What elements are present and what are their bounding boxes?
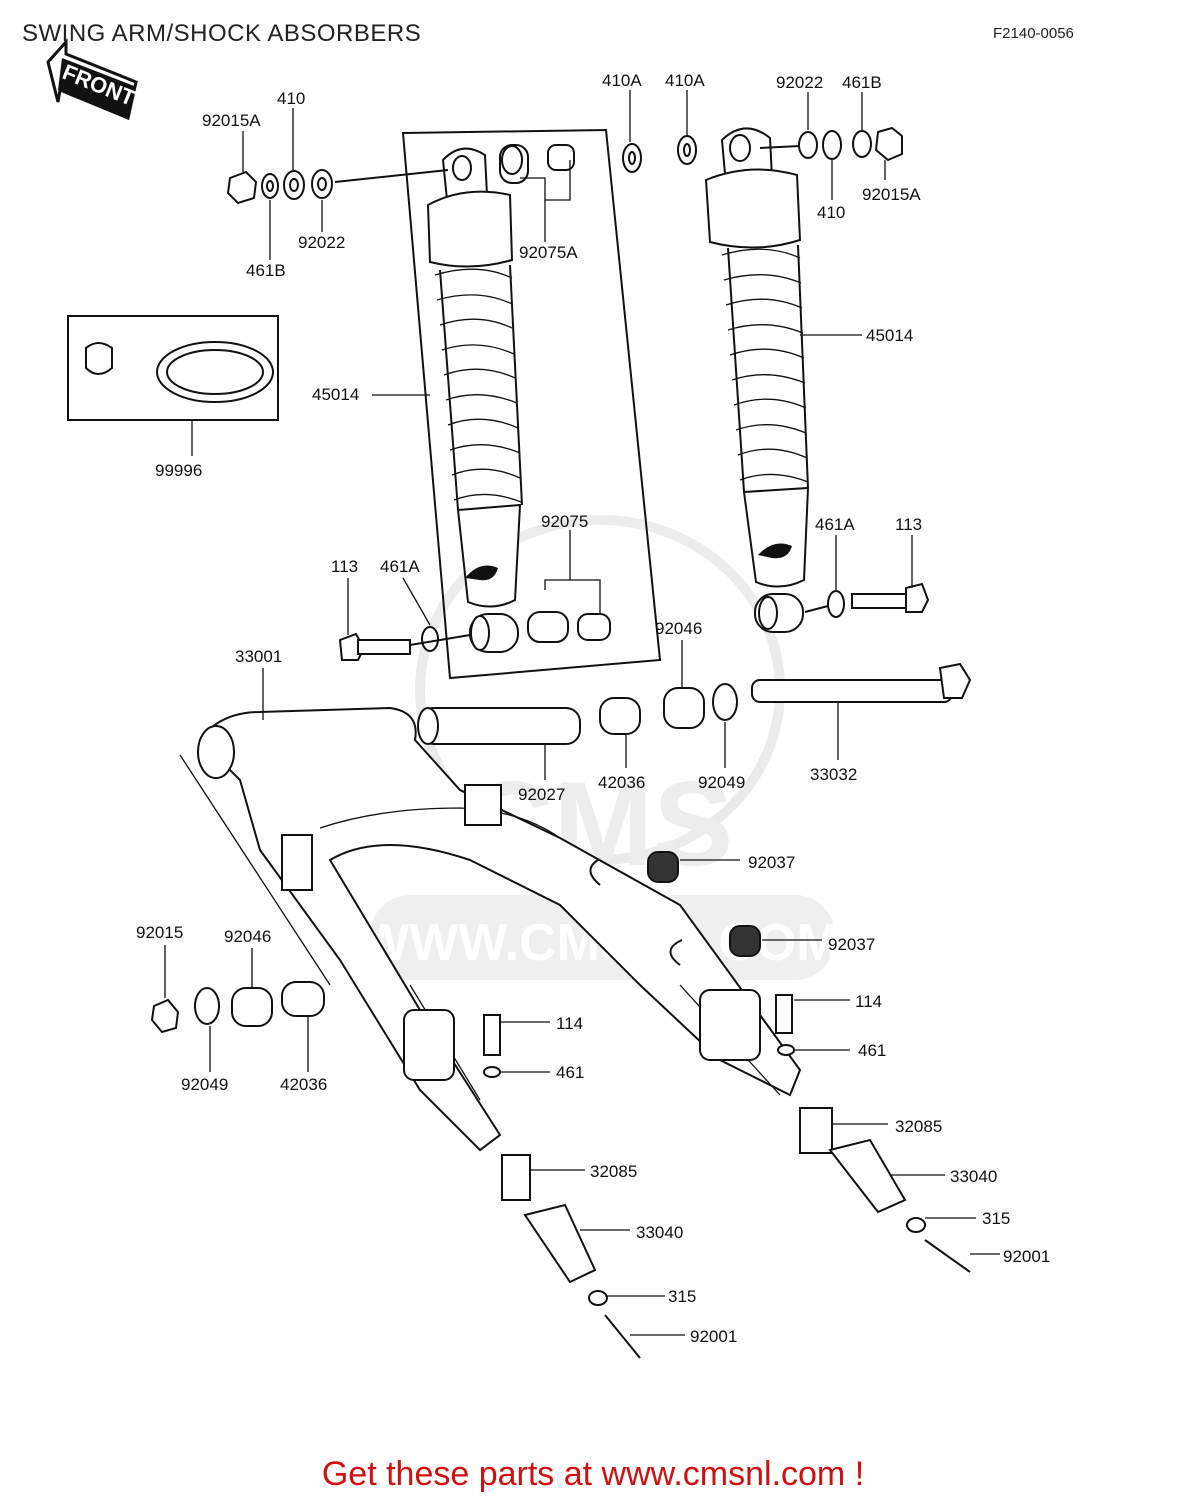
- label-33032: 33032: [810, 765, 857, 784]
- page-title: SWING ARM/SHOCK ABSORBERS: [22, 20, 422, 47]
- cmsnl-parts-link[interactable]: Get these parts at www.cmsnl.com !: [321, 1455, 865, 1493]
- label-92037-b: 92037: [828, 935, 875, 954]
- label-92001-left: 92001: [690, 1327, 737, 1346]
- label-113-right: 113: [895, 515, 922, 534]
- label-410-right: 410: [817, 203, 845, 222]
- left-lower-bushings: [527, 611, 611, 643]
- callout-labels: 92015A 410 92022 461B 92075A 410A 410A 9…: [136, 71, 1050, 1346]
- label-461-right: 461: [858, 1041, 886, 1060]
- label-42036-top: 42036: [598, 773, 645, 792]
- label-410A-a: 410A: [602, 71, 642, 90]
- swing-arm: [179, 706, 802, 1152]
- callout-leaders: [164, 90, 1000, 1336]
- right-chain-adjuster-parts: [775, 994, 971, 1273]
- label-92022-left: 92022: [298, 233, 345, 252]
- label-45014-left: 45014: [312, 385, 359, 404]
- swing-arm-bushings-92037: [647, 851, 761, 957]
- label-92015A-right: 92015A: [862, 185, 921, 204]
- label-114-left: 114: [556, 1014, 583, 1033]
- label-42036-left: 42036: [280, 1075, 327, 1094]
- label-32085-right: 32085: [895, 1117, 942, 1136]
- label-113-left: 113: [331, 557, 358, 576]
- label-33001: 33001: [235, 647, 282, 666]
- label-114-right: 114: [855, 992, 882, 1011]
- label-33040-left: 33040: [636, 1223, 683, 1242]
- label-410-left: 410: [277, 89, 305, 108]
- label-92046-top: 92046: [655, 619, 702, 638]
- label-92075: 92075: [541, 512, 588, 531]
- label-461-left: 461: [556, 1063, 584, 1082]
- left-lower-bolt: [338, 626, 471, 661]
- label-32085-left: 32085: [590, 1162, 637, 1181]
- left-shock-top-fasteners: [226, 169, 449, 205]
- label-99996: 99996: [155, 461, 202, 480]
- label-461B-right: 461B: [842, 73, 882, 92]
- left-shock-absorber: [426, 147, 523, 653]
- left-chain-adjuster-parts: [483, 1014, 641, 1359]
- left-pivot-parts: [150, 981, 325, 1034]
- left-shock-assembly-box: [401, 128, 662, 680]
- label-92037-a: 92037: [748, 853, 795, 872]
- label-33040-right: 33040: [950, 1167, 997, 1186]
- right-lower-bolt: [804, 582, 930, 618]
- label-92075A: 92075A: [519, 243, 578, 262]
- label-92001-right: 92001: [1003, 1247, 1050, 1266]
- label-315-left: 315: [668, 1287, 696, 1306]
- label-92015A-left: 92015A: [202, 111, 261, 130]
- label-461A-left: 461A: [380, 557, 420, 576]
- front-direction-arrow: FRONT: [46, 38, 139, 121]
- left-upper-bushings: [499, 144, 575, 184]
- label-410A-b: 410A: [665, 71, 705, 90]
- label-92046-left: 92046: [224, 927, 271, 946]
- label-461B-left: 461B: [246, 261, 286, 280]
- part-99996-inset: [67, 315, 279, 421]
- label-92015: 92015: [136, 923, 183, 942]
- right-shock-top-fasteners: [622, 126, 903, 173]
- label-92022-right: 92022: [776, 73, 823, 92]
- right-shock-absorber: [704, 127, 810, 633]
- label-315-right: 315: [982, 1209, 1010, 1228]
- label-92027: 92027: [518, 785, 565, 804]
- label-92049-left: 92049: [181, 1075, 228, 1094]
- label-92049-top: 92049: [698, 773, 745, 792]
- label-461A-right: 461A: [815, 515, 855, 534]
- label-45014-right: 45014: [866, 326, 913, 345]
- figure-code: F2140-0056: [993, 25, 1074, 42]
- pivot-shaft-parts: [417, 662, 972, 745]
